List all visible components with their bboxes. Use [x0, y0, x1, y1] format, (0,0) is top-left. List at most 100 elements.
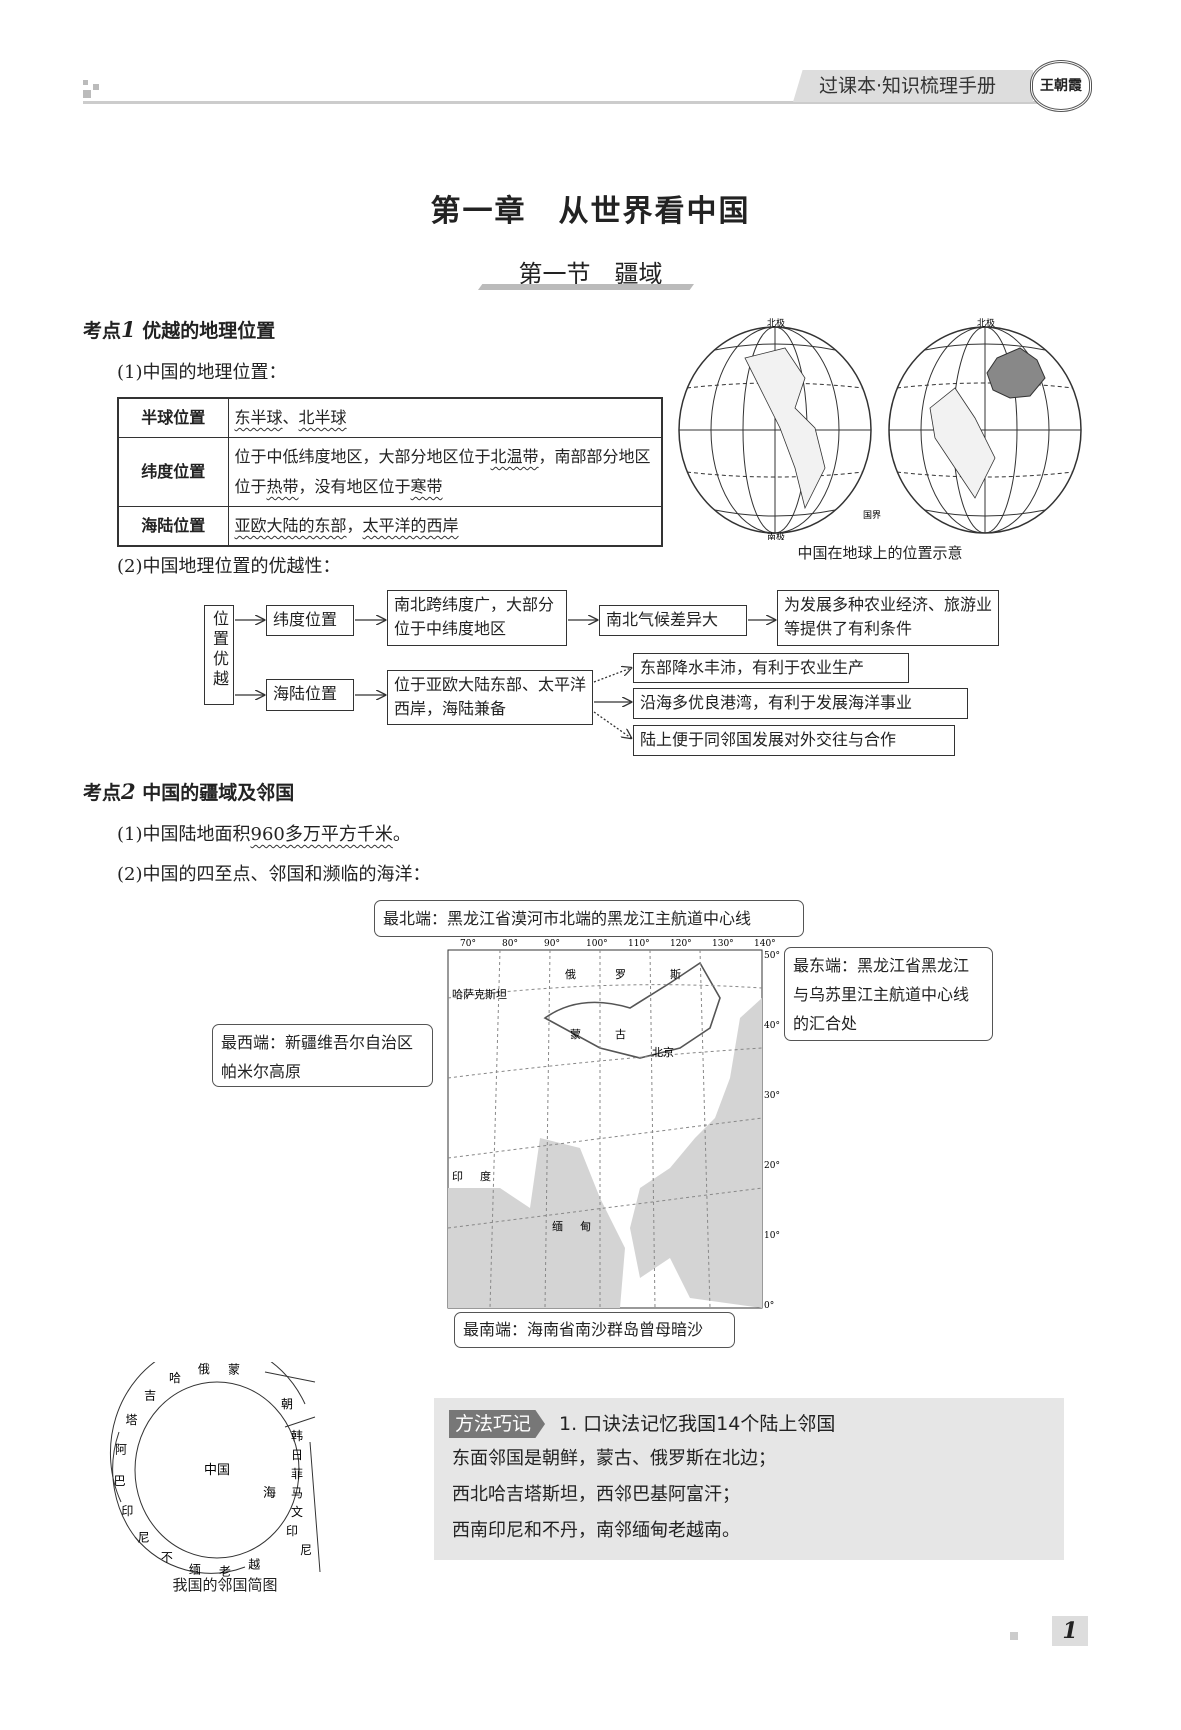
- section-title-underline: [478, 284, 694, 290]
- flowchart-arrows: [235, 0, 1181, 800]
- map-place-label: 罗: [615, 968, 626, 981]
- text-segment: ，没有地区位于: [298, 477, 411, 496]
- flow-sea-result-3: 陆上便于同邻国发展对外交往与合作: [633, 725, 955, 756]
- chapter-title: 第一章 从世界看中国: [430, 194, 751, 229]
- flow-latitude-effect: 南北气候差异大: [599, 605, 747, 636]
- location-table: 半球位置东半球、北半球纬度位置位于中低纬度地区，大部分地区位于北温带，南部部分地…: [117, 397, 663, 547]
- southmost-point: 最南端：海南省南沙群岛曾母暗沙: [454, 1312, 735, 1348]
- neighbor-land-label: 吉: [144, 1388, 156, 1402]
- point2-sub2: (2)中国的四至点、邻国和濒临的海洋：: [117, 864, 431, 885]
- flow-sea-land-desc: 位于亚欧大陆东部、太平洋西岸，海陆兼备: [387, 670, 593, 725]
- header-rule: [83, 101, 1083, 104]
- flow-sea-result-1: 东部降水丰沛，有利于农业生产: [633, 653, 909, 683]
- key-term: 热带: [266, 477, 299, 496]
- map-place-label: 缅: [552, 1219, 563, 1233]
- flow-latitude-result: 为发展多种农业经济、旅游业等提供了有利条件: [777, 590, 999, 646]
- method-line: 西北哈吉塔斯坦，西邻巴基阿富汗；: [452, 1484, 740, 1505]
- neighbor-land-label: 朝: [281, 1397, 293, 1411]
- map-place-label: 哈萨克斯坦: [452, 987, 507, 1001]
- neighbor-sea-label: 尼: [300, 1543, 312, 1557]
- neighbor-sea-label: 马: [291, 1486, 303, 1500]
- method-box: 方法巧记 1. 口诀法记忆我国14个陆上邻国 东面邻国是朝鲜，蒙古、俄罗斯在北边…: [434, 1398, 1064, 1560]
- eastern-hemisphere-globe: [888, 326, 1082, 534]
- latitude-label: 40°: [764, 1021, 780, 1031]
- page-number: 1: [1052, 1616, 1088, 1646]
- eastmost-point: 最东端：黑龙江省黑龙江与乌苏里江主航道中心线的汇合处: [784, 947, 993, 1041]
- table-row: 半球位置东半球、北半球: [117, 397, 663, 438]
- china-highlight: [986, 347, 1046, 399]
- neighbor-land-label: 不: [161, 1551, 173, 1565]
- globe-caption: 中国在地球上的位置示意: [797, 544, 963, 562]
- key-term: 北半球: [298, 408, 347, 427]
- map-place-label: 北京: [652, 1045, 674, 1059]
- latitude-label: 0°: [764, 1301, 774, 1310]
- diagram-center: 中国: [204, 1463, 230, 1478]
- neighbor-land-label: 印: [121, 1504, 133, 1518]
- neighbor-land-label: 巴: [114, 1474, 126, 1488]
- westmost-point: 最西端：新疆维吾尔自治区帕米尔高原: [212, 1024, 433, 1087]
- latitude-label: 50°: [764, 951, 780, 961]
- neighbor-sea-label: 文: [291, 1504, 303, 1519]
- map-place-label: 俄: [565, 968, 576, 981]
- point2-heading: 考点2 中国的疆域及邻国: [83, 779, 295, 804]
- neighbor-land-label: 蒙: [228, 1363, 240, 1377]
- flow-sea-result-2: 沿海多优良港湾，有利于发展海洋事业: [633, 688, 968, 719]
- neighbor-diagram: 中国 海 蒙俄哈吉塔阿巴印尼不缅老越朝韩日菲马文印尼: [109, 1362, 321, 1579]
- longitude-label: 110°: [628, 939, 650, 949]
- longitude-label: 80°: [502, 939, 518, 949]
- western-hemisphere-globe: [678, 326, 872, 534]
- key-term: 亚欧大陆的东部: [234, 516, 347, 535]
- key-term: 北温带: [490, 447, 539, 466]
- map-place-label: 印: [452, 1170, 463, 1183]
- neighbor-sea-label: 韩: [291, 1428, 303, 1443]
- longitude-label: 130°: [712, 939, 734, 949]
- book-title: 过课本·知识梳理手册: [793, 70, 1033, 102]
- longitude-label: 140°: [754, 939, 776, 949]
- neighbor-land-label: 老: [219, 1565, 231, 1579]
- neighbor-diagram-caption: 我国的邻国简图: [172, 1576, 278, 1594]
- neighbor-land-label: 越: [248, 1557, 260, 1571]
- publisher-logo: 王朝霞: [1030, 60, 1092, 112]
- point1-sub2: (2)中国地理位置的优越性：: [117, 556, 341, 577]
- flow-latitude-desc: 南北跨纬度广，大部分位于中纬度地区: [387, 590, 567, 646]
- neighbor-sea-label: 菲: [291, 1467, 303, 1481]
- row-value: 亚欧大陆的东部，太平洋的西岸: [227, 506, 663, 547]
- globe-legend: 国界: [863, 510, 881, 521]
- neighbor-land-label: 阿: [115, 1443, 127, 1457]
- latitude-label: 10°: [764, 1231, 780, 1241]
- neighbor-land-label: 缅: [189, 1562, 201, 1576]
- row-header: 纬度位置: [117, 437, 229, 507]
- method-line: 西南印尼和不丹，南邻缅甸老越南。: [452, 1520, 740, 1541]
- row-header: 半球位置: [117, 397, 229, 438]
- neighbor-land-label: 哈: [169, 1371, 181, 1385]
- neighbor-land-label: 塔: [125, 1413, 137, 1427]
- globe-figure: 北极 北极 南极 国界: [678, 318, 1082, 540]
- method-tag: 方法巧记: [449, 1410, 546, 1438]
- text-segment: ，南部部分地区位于: [234, 447, 651, 496]
- text-segment: 位于中低纬度地区，大部分地区位于: [234, 447, 491, 466]
- neighbor-sea-label: 印: [286, 1524, 298, 1538]
- latitude-label: 30°: [764, 1091, 780, 1101]
- key-term: 太平洋的西岸: [362, 516, 459, 535]
- latitude-label: 20°: [764, 1161, 780, 1171]
- text-segment: 、: [282, 408, 299, 427]
- longitude-label: 100°: [586, 939, 608, 949]
- method-heading: 1. 口诀法记忆我国14个陆上邻国: [559, 1413, 836, 1435]
- china-map: 70°80°90°100°110°120°130°140°50°40°30°20…: [447, 939, 780, 1310]
- section-title: 第一节 疆域: [518, 260, 663, 288]
- northmost-point: 最北端：黑龙江省漠河市北端的黑龙江主航道中心线: [374, 900, 804, 937]
- footer-decoration: [1010, 1632, 1018, 1640]
- table-row: 海陆位置亚欧大陆的东部，太平洋的西岸: [117, 506, 663, 547]
- row-header: 海陆位置: [117, 506, 229, 547]
- area-value: 960多万平方千米: [250, 824, 393, 845]
- globe-south-pole: 南极: [767, 531, 785, 540]
- point2-sub1: (1)中国陆地面积960多万平方千米。: [117, 824, 411, 845]
- longitude-label: 90°: [544, 939, 560, 949]
- text-segment: ，: [346, 516, 363, 535]
- longitude-label: 70°: [460, 939, 476, 949]
- map-place-label: 蒙: [570, 1028, 581, 1041]
- key-term: 东半球: [234, 408, 283, 427]
- globe-north-pole-2: 北极: [977, 318, 995, 329]
- point1-sub1: (1)中国的地理位置：: [117, 362, 287, 383]
- point1-heading: 考点1 优越的地理位置: [83, 317, 276, 342]
